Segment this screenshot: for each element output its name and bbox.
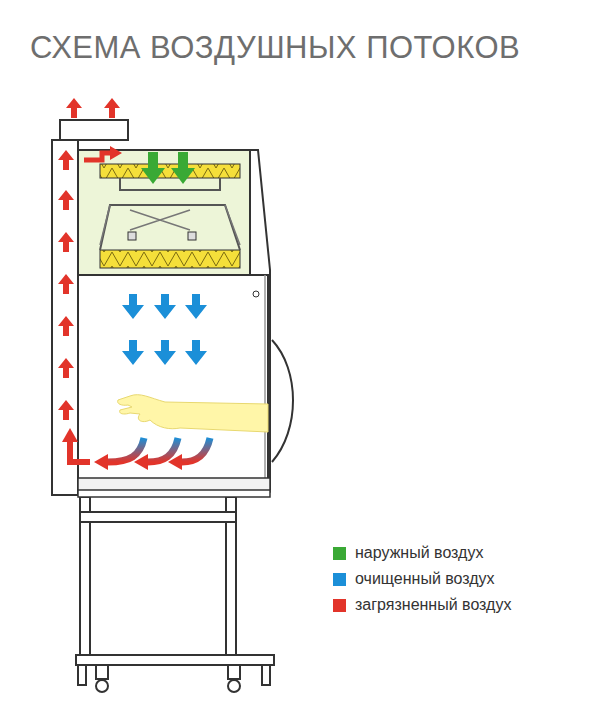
legend-swatch	[333, 547, 346, 560]
legend-text: очищенный воздух	[355, 570, 495, 588]
legend-entry: наружный воздух	[333, 540, 511, 566]
legend-swatch	[333, 599, 346, 612]
diagram-title: СХЕМА ВОЗДУШНЫХ ПОТОКОВ	[30, 30, 520, 66]
legend-entry: загрязненный воздух	[333, 592, 511, 618]
legend-entry: очищенный воздух	[333, 566, 511, 592]
legend-text: наружный воздух	[355, 544, 483, 562]
legend: наружный воздух очищенный воздух загрязнен…	[333, 540, 511, 618]
legend-swatch	[333, 573, 346, 586]
legend-text: загрязненный воздух	[355, 596, 511, 614]
